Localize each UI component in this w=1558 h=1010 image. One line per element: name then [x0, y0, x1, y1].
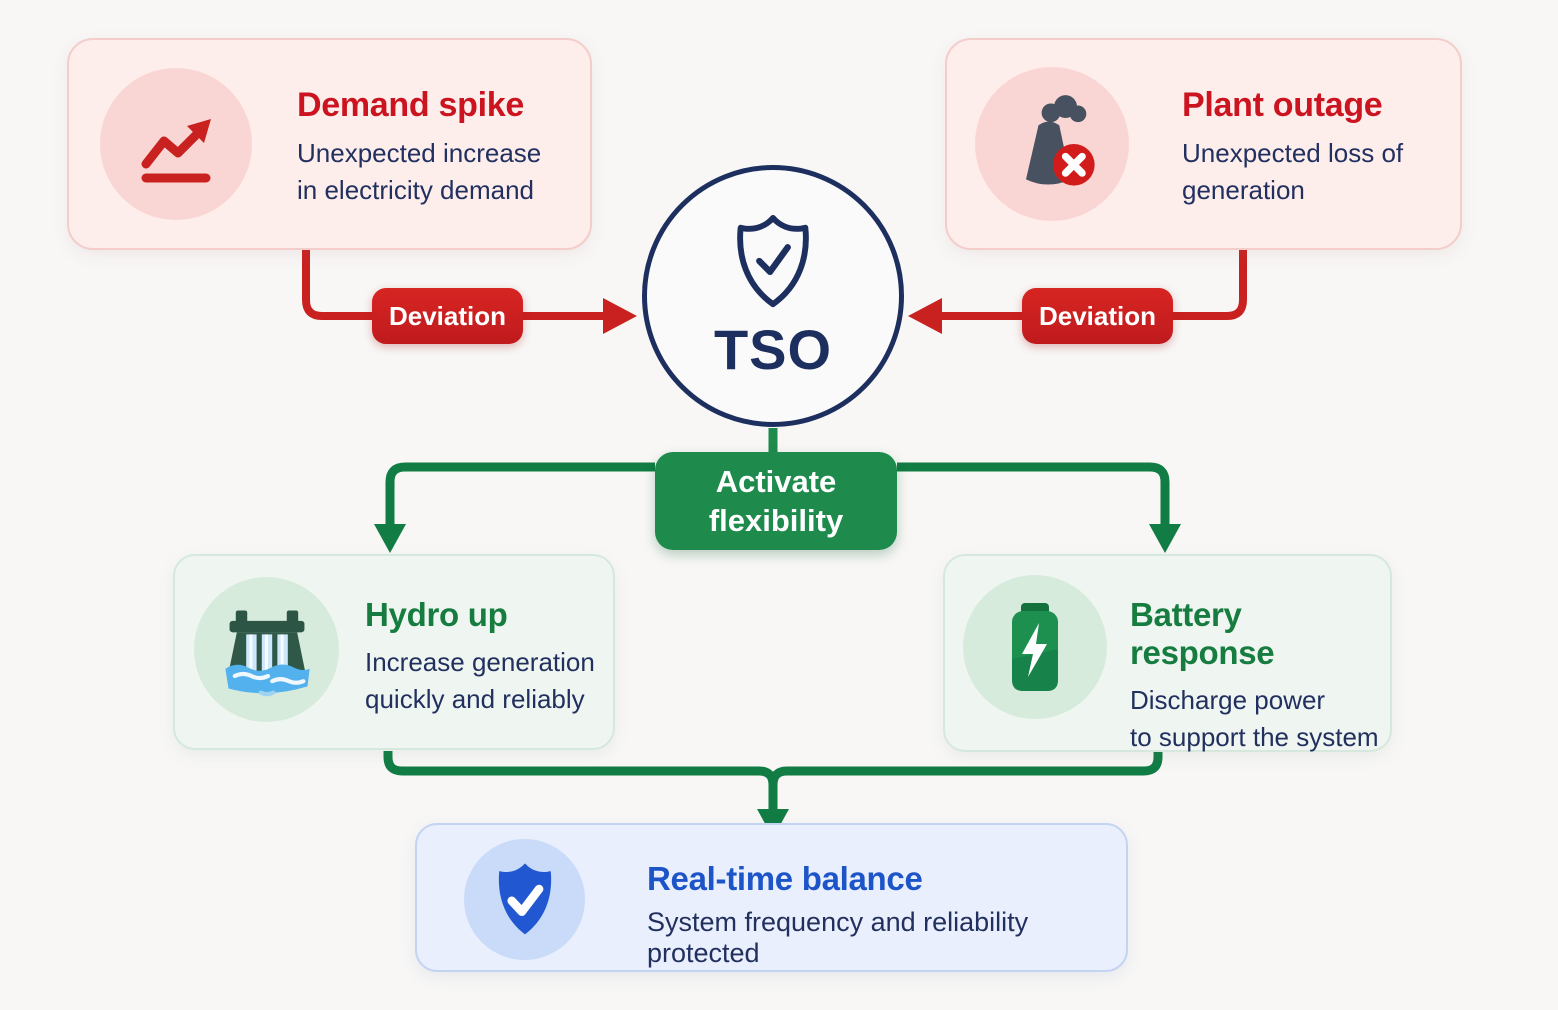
hydro-icon-circle [194, 577, 339, 722]
tso-hub: TSO [642, 165, 904, 427]
plant-outage-icon-circle [975, 67, 1129, 221]
real-time-balance-subtitle: System frequency and reliability protect… [647, 907, 1029, 968]
plant-outage-title: Plant outage [1182, 86, 1383, 124]
deviation-badge-left-label: Deviation [388, 300, 507, 331]
battery-icon-circle [963, 575, 1107, 719]
battery-bolt-icon [1012, 603, 1058, 691]
plant-outage-card: Plant outage Unexpected loss of generati… [945, 38, 1462, 250]
real-time-balance-card: Real-time balance System frequency and r… [415, 823, 1128, 972]
hydro-up-line1: Increase generation [365, 647, 595, 677]
hydro-up-card: Hydro up Increase generation quickly and… [173, 554, 615, 750]
deviation-badge-left: Deviation [372, 288, 523, 344]
demand-spike-card: Demand spike Unexpected increase in elec… [67, 38, 592, 250]
plant-outage-icon [1026, 95, 1095, 186]
battery-response-line1: Discharge power [1130, 685, 1326, 715]
activate-line2: flexibility [708, 503, 844, 538]
battery-response-title: Battery response [1130, 596, 1275, 671]
tso-label: TSO [713, 317, 833, 381]
demand-spike-line1: Unexpected increase [297, 138, 542, 168]
demand-spike-title: Demand spike [297, 86, 524, 124]
demand-spike-line2: in electricity demand [297, 175, 534, 205]
demand-spike-icon-circle [100, 68, 252, 220]
battery-response-card: Battery response Discharge power to supp… [943, 554, 1392, 752]
deviation-badge-right-label: Deviation [1038, 300, 1157, 331]
trend-up-icon [141, 119, 211, 183]
shield-check-outline-icon [737, 214, 809, 307]
hydro-up-title: Hydro up [365, 596, 508, 633]
shield-check-filled-icon [498, 862, 551, 934]
hydro-dam-icon [224, 609, 310, 696]
plant-outage-line1: Unexpected loss of [1182, 138, 1404, 168]
real-time-balance-title: Real-time balance [647, 860, 923, 897]
activate-flexibility-box: Activate flexibility [655, 452, 897, 550]
plant-outage-line2: generation [1182, 175, 1305, 205]
activate-line1: Activate [715, 464, 837, 499]
balance-icon-circle [464, 839, 585, 960]
deviation-badge-right: Deviation [1022, 288, 1173, 344]
hydro-up-line2: quickly and reliably [365, 684, 585, 714]
battery-response-line2: to support the system [1130, 722, 1379, 752]
